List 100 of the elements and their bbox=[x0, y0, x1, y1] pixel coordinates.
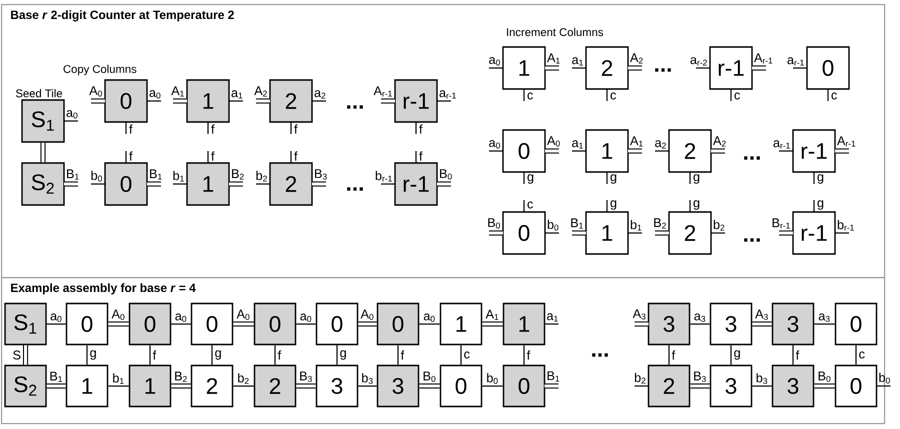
glue-label: f bbox=[129, 151, 133, 161]
glue-label: a$_{r-1}$ bbox=[788, 57, 804, 66]
edge-label: A$_{1}$ bbox=[486, 310, 498, 320]
glue-line bbox=[336, 345, 338, 365]
tile: 3 bbox=[316, 364, 358, 408]
glue-label: b$_{r-1}$ bbox=[838, 220, 854, 231]
glue-label: A$_{r-1}$ bbox=[754, 53, 772, 64]
glue-label: A$_{r-1}$ bbox=[374, 86, 392, 97]
tile: 1 bbox=[585, 129, 629, 173]
tile: 1 bbox=[440, 302, 482, 346]
edge-label: g bbox=[340, 350, 346, 360]
glue-label: a$_{r-1}$ bbox=[774, 140, 790, 149]
glue-label: B$_{1}$ bbox=[548, 371, 560, 382]
edge-label: f bbox=[672, 350, 676, 360]
tile: 0 bbox=[128, 302, 172, 346]
tile: S$_{2}$ bbox=[21, 162, 65, 206]
glue-label: c bbox=[832, 92, 837, 100]
glue-line bbox=[358, 385, 377, 387]
glue-label: g bbox=[818, 174, 824, 184]
ellipsis: ... bbox=[744, 156, 760, 160]
glue-line bbox=[171, 383, 191, 389]
glue-label: a$_{0}$ bbox=[66, 110, 78, 119]
glue-label: A$_{0}$ bbox=[89, 86, 102, 97]
edge-label: b$_{2}$ bbox=[238, 373, 249, 384]
tile: 0 bbox=[502, 129, 546, 173]
tile: 2 bbox=[190, 364, 234, 408]
tile: S$_{1}$ bbox=[21, 99, 65, 143]
tile: 2 bbox=[668, 211, 712, 255]
tile: 2 bbox=[585, 46, 629, 90]
glue-line bbox=[149, 345, 151, 365]
tile: 0 bbox=[834, 364, 878, 408]
glue-label: c bbox=[734, 92, 740, 100]
glue-line bbox=[855, 345, 857, 365]
glue-label: a$_{1}$ bbox=[572, 57, 583, 66]
tile: 0 bbox=[376, 302, 420, 346]
edge-label: b$_{0}$ bbox=[487, 373, 498, 384]
glue-line bbox=[752, 385, 772, 387]
glue-line bbox=[23, 345, 28, 365]
edge-label: B$_{3}$ bbox=[694, 372, 706, 382]
glue-label: b$_{0}$ bbox=[548, 220, 558, 231]
glue-label: f bbox=[129, 124, 133, 134]
glue-line bbox=[358, 321, 377, 327]
tile: 0 bbox=[66, 302, 108, 346]
tile: 1 bbox=[128, 364, 172, 408]
tile: 0 bbox=[316, 302, 358, 346]
tile: 1 bbox=[186, 79, 230, 123]
edge-label: A$_{3}$ bbox=[755, 310, 768, 320]
glue-label: f bbox=[419, 151, 423, 161]
edge-label: a$_{0}$ bbox=[175, 313, 186, 322]
tile: 3 bbox=[772, 364, 814, 408]
glue-label: A$_{3}$ bbox=[632, 309, 646, 320]
tile: r-1 bbox=[394, 162, 438, 206]
edge-label: b$_{3}$ bbox=[756, 373, 768, 384]
tile: 2 bbox=[254, 364, 296, 408]
glue-line bbox=[46, 383, 66, 389]
glue-line bbox=[419, 323, 440, 325]
glue-label: g bbox=[528, 174, 534, 184]
glue-line bbox=[792, 345, 794, 365]
edge-label: c bbox=[464, 352, 470, 358]
glue-label: f bbox=[294, 151, 298, 161]
tile: 3 bbox=[710, 364, 752, 408]
edge-label: B$_{2}$ bbox=[175, 372, 187, 382]
glue-label: g bbox=[694, 200, 700, 210]
edge-label: g bbox=[215, 350, 221, 360]
glue-label: B$_{1}$ bbox=[67, 169, 79, 180]
tile: r-1 bbox=[709, 46, 753, 90]
edge-label: a$_{3}$ bbox=[694, 313, 706, 322]
tile: 0 bbox=[254, 302, 296, 346]
edge-label: B$_{0}$ bbox=[424, 372, 436, 382]
glue-label: b$_{0}$ bbox=[879, 372, 890, 384]
glue-label: b$_{2}$ bbox=[714, 220, 724, 231]
glue-label: A$_{2}$ bbox=[713, 136, 726, 147]
glue-label: b$_{1}$ bbox=[630, 220, 642, 231]
glue-label: a$_{1}$ bbox=[547, 313, 558, 322]
tile: 0 bbox=[502, 211, 546, 255]
tile: 0 bbox=[104, 79, 148, 123]
edge-label: a$_{0}$ bbox=[424, 313, 435, 322]
edge-label: f bbox=[526, 350, 530, 360]
edge-label: b$_{1}$ bbox=[113, 373, 124, 384]
glue-label: g bbox=[610, 200, 616, 210]
glue-label: f bbox=[211, 151, 215, 161]
glue-label: B$_{2}$ bbox=[232, 169, 244, 180]
glue-label: a$_{1}$ bbox=[572, 140, 583, 149]
glue-label: B$_{3}$ bbox=[315, 169, 327, 180]
tile: 0 bbox=[190, 302, 234, 346]
section-label: Increment Columns bbox=[507, 28, 604, 36]
glue-line bbox=[296, 383, 316, 389]
edge-label: a$_{0}$ bbox=[300, 313, 312, 322]
tile: 2 bbox=[648, 364, 690, 408]
glue-line bbox=[397, 345, 399, 365]
tile: 0 bbox=[806, 46, 850, 90]
glue-label: g bbox=[818, 200, 824, 210]
glue-label: b$_{r-1}$ bbox=[376, 170, 392, 182]
ellipsis: ... bbox=[347, 187, 363, 191]
glue-label: b$_{2}$ bbox=[256, 170, 267, 182]
glue-line bbox=[211, 345, 213, 365]
tile: 1 bbox=[502, 46, 546, 90]
edge-label: A$_{0}$ bbox=[112, 310, 124, 320]
section-label: Copy Columns bbox=[64, 64, 136, 76]
tile: 0 bbox=[104, 162, 148, 206]
